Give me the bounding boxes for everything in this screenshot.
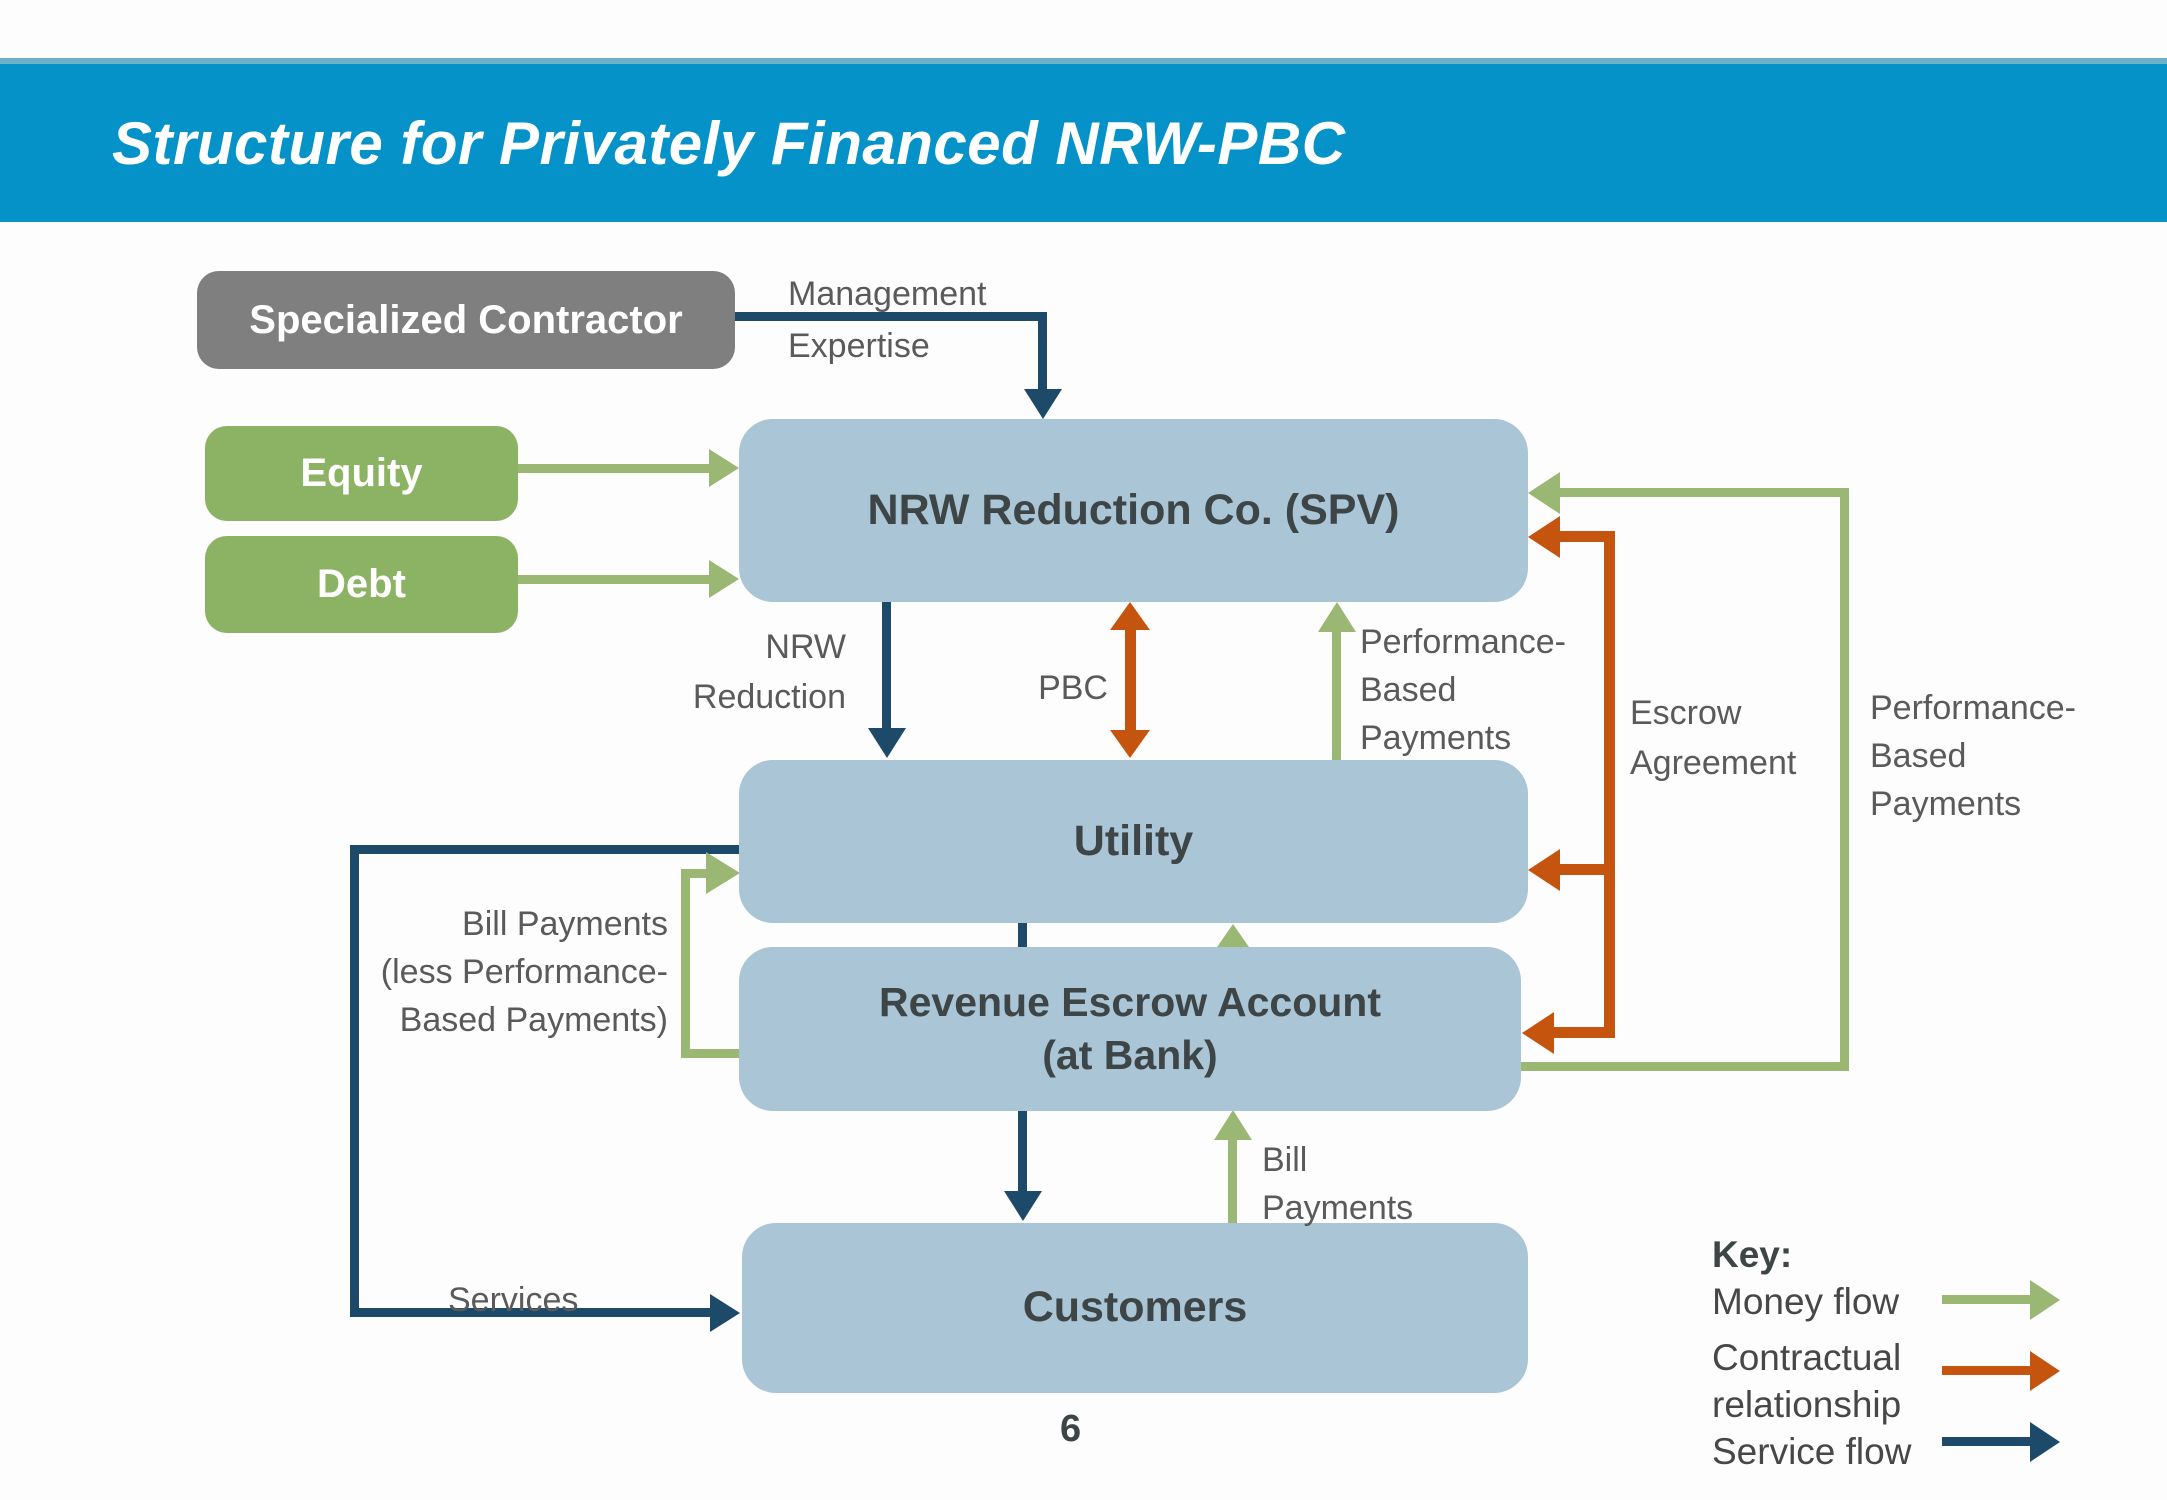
service-flow-management-line-h xyxy=(735,312,1047,321)
label-nrw-reduction: NRW Reduction xyxy=(692,628,846,716)
arrow-up-icon xyxy=(1318,602,1356,632)
service-flow-services-line-bottom xyxy=(350,1308,710,1317)
label-services: Services xyxy=(448,1281,579,1319)
key-service-flow-line xyxy=(1942,1437,2032,1446)
arrow-up-icon xyxy=(1215,924,1251,950)
key-money-flow-line xyxy=(1942,1295,2032,1304)
contract-escrow-agreement-line-bottom xyxy=(1554,1027,1615,1038)
service-flow-management-line-v xyxy=(1038,312,1047,392)
label-bill-payments-less: Bill Payments (less Performance- Based P… xyxy=(380,905,668,1039)
arrow-right-icon xyxy=(709,560,739,598)
key-item-service-flow: Service flow xyxy=(1712,1431,1912,1472)
arrow-down-icon xyxy=(1004,1191,1042,1221)
node-nrw-reduction-co-spv: NRW Reduction Co. (SPV) xyxy=(739,419,1528,602)
contract-escrow-agreement-line-v xyxy=(1604,531,1615,1038)
label-performance-based-payments-mid: Performance- Based Payments xyxy=(1360,623,1566,757)
node-customers: Customers xyxy=(742,1223,1528,1393)
header-bar: Structure for Privately Financed NRW-PBC xyxy=(0,64,2167,222)
money-flow-billless-line-v xyxy=(681,869,690,1058)
node-revenue-escrow-account: Revenue Escrow Account (at Bank) xyxy=(739,947,1521,1111)
money-flow-pbp-right-line-v xyxy=(1840,488,1849,1071)
arrow-down-icon xyxy=(1110,730,1150,758)
arrow-left-icon xyxy=(1528,472,1560,514)
service-flow-services-line-top xyxy=(350,845,739,854)
arrow-right-icon xyxy=(710,1294,740,1332)
node-equity: Equity xyxy=(205,426,518,521)
key-item-contractual-relationship: Contractual relationship xyxy=(1712,1337,1902,1425)
arrow-left-icon xyxy=(1522,1012,1554,1054)
arrow-down-icon xyxy=(868,728,906,758)
key-title: Key: xyxy=(1712,1234,1793,1275)
key-item-money-flow: Money flow xyxy=(1712,1281,1900,1322)
contract-escrow-agreement-line-top xyxy=(1560,531,1615,542)
label-pbc: PBC xyxy=(1038,669,1108,707)
key-contractual-line xyxy=(1942,1366,2032,1375)
contract-escrow-agreement-line-mid xyxy=(1560,864,1615,875)
arrow-right-icon xyxy=(2030,1280,2060,1320)
label-escrow-agreement: Escrow Agreement xyxy=(1630,694,1797,782)
money-flow-billless-line-bottom xyxy=(681,1049,739,1058)
money-flow-pbp-right-line-top xyxy=(1558,488,1849,497)
service-flow-services-line-v xyxy=(350,845,359,1313)
arrow-left-icon xyxy=(1528,516,1560,558)
money-flow-billpayments-line xyxy=(1228,1140,1237,1223)
service-flow-nrw-reduction-line xyxy=(882,601,891,731)
header-accent-line xyxy=(0,58,2167,64)
service-flow-utility-customers-stub xyxy=(1018,923,1027,947)
arrow-right-icon xyxy=(2030,1351,2060,1391)
node-specialized-contractor: Specialized Contractor xyxy=(197,271,735,369)
arrow-up-icon xyxy=(1110,602,1150,630)
page-number: 6 xyxy=(1060,1408,1082,1450)
node-utility: Utility xyxy=(739,760,1528,923)
money-flow-equity-line xyxy=(518,464,709,473)
page-title: Structure for Privately Financed NRW-PBC xyxy=(112,109,1346,177)
arrow-down-icon xyxy=(1024,389,1062,419)
money-flow-billless-line-top xyxy=(681,869,710,878)
label-performance-based-payments-right: Performance- Based Payments xyxy=(1870,689,2076,823)
label-management-expertise: Management Expertise xyxy=(788,275,987,365)
money-flow-debt-line xyxy=(518,575,709,584)
label-bill-payments: Bill Payments xyxy=(1262,1141,1414,1227)
arrow-right-icon xyxy=(2030,1422,2060,1462)
money-flow-pbp-mid-line xyxy=(1332,630,1341,760)
arrow-up-icon xyxy=(1214,1110,1252,1140)
arrow-left-icon xyxy=(1528,849,1560,891)
node-debt: Debt xyxy=(205,536,518,633)
service-flow-utility-customers-line xyxy=(1018,1110,1027,1191)
arrow-right-icon xyxy=(709,449,739,487)
money-flow-pbp-right-line-bottom xyxy=(1521,1062,1849,1071)
arrow-right-icon xyxy=(706,852,740,894)
contract-pbc-line xyxy=(1125,628,1136,732)
